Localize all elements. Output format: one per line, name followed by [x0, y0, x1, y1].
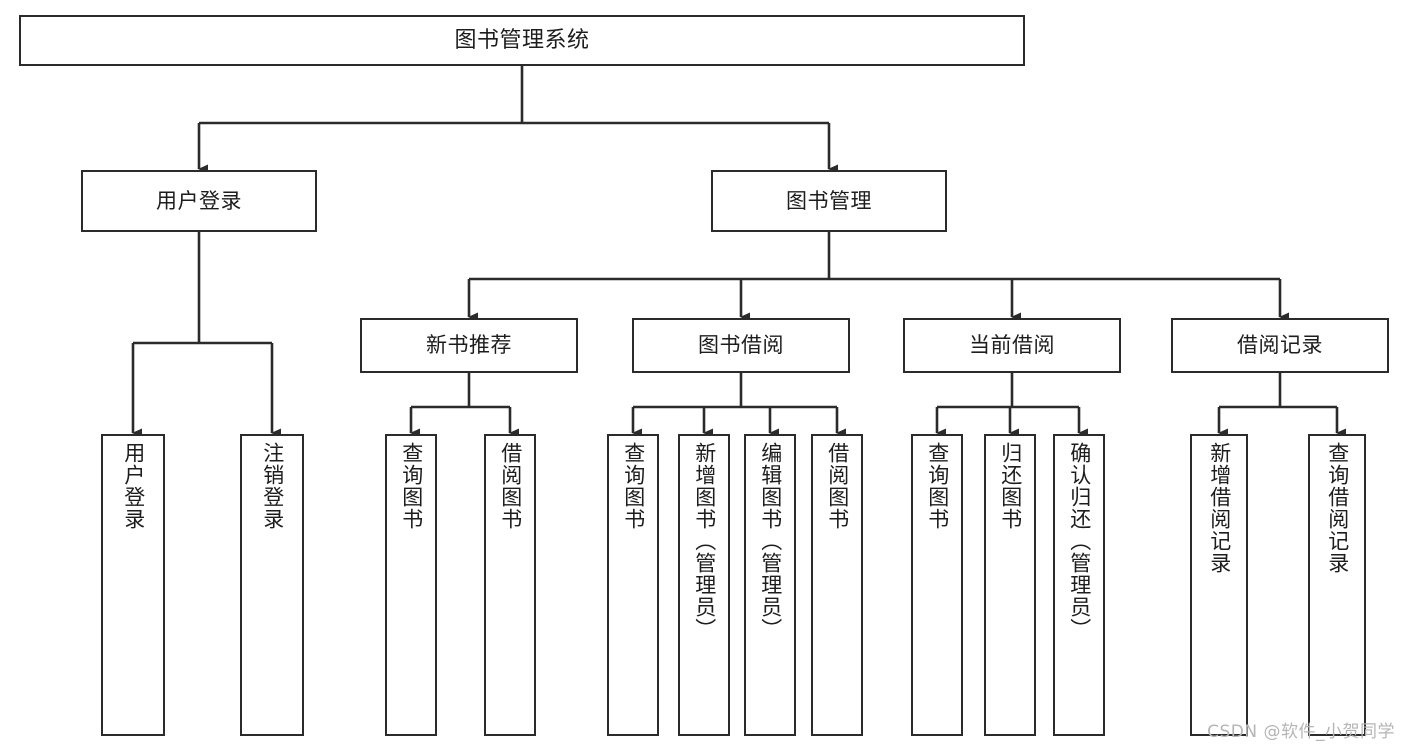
- node-label: 确认归还（管理员）: [1067, 442, 1092, 640]
- node-label: 查询图书: [925, 442, 950, 530]
- node-new-book-recommend[interactable]: 新书推荐: [360, 318, 578, 373]
- node-leaf-query-book[interactable]: 查询图书: [607, 434, 659, 736]
- node-leaf-user-login[interactable]: 用户登录: [101, 434, 165, 736]
- node-leaf-borrow-book-rec[interactable]: 借阅图书: [484, 434, 536, 736]
- node-leaf-return-book[interactable]: 归还图书: [984, 434, 1036, 736]
- node-label: 当前借阅: [969, 333, 1055, 358]
- node-leaf-add-record[interactable]: 新增借阅记录: [1190, 434, 1248, 736]
- node-label: 编辑图书（管理员）: [758, 442, 783, 640]
- node-label: 用户登录: [156, 188, 242, 213]
- node-label: 注销登录: [260, 442, 285, 530]
- node-leaf-query-book-rec[interactable]: 查询图书: [385, 434, 437, 736]
- node-leaf-user-logout[interactable]: 注销登录: [240, 434, 304, 736]
- node-label: 归还图书: [998, 442, 1023, 530]
- node-user-login[interactable]: 用户登录: [81, 170, 317, 232]
- node-label: 图书管理系统: [454, 27, 590, 53]
- node-book-manage[interactable]: 图书管理: [711, 170, 947, 232]
- node-root[interactable]: 图书管理系统: [19, 15, 1025, 66]
- node-label: 新增借阅记录: [1207, 442, 1232, 574]
- node-leaf-edit-book[interactable]: 编辑图书（管理员）: [744, 434, 796, 736]
- node-leaf-query-record[interactable]: 查询借阅记录: [1308, 434, 1366, 736]
- csdn-watermark: CSDN @软件_小贺同学: [1207, 722, 1395, 742]
- node-label: 新增图书（管理员）: [692, 442, 717, 640]
- node-label: 借阅图书: [825, 442, 850, 530]
- node-label: 查询图书: [399, 442, 424, 530]
- node-label: 图书借阅: [698, 333, 784, 358]
- node-label: 借阅记录: [1237, 333, 1323, 358]
- node-label: 图书管理: [786, 188, 872, 213]
- node-leaf-confirm-return[interactable]: 确认归还（管理员）: [1053, 434, 1105, 736]
- node-label: 用户登录: [121, 442, 146, 530]
- node-borrow-record[interactable]: 借阅记录: [1171, 318, 1389, 373]
- node-label: 新书推荐: [426, 333, 512, 358]
- node-book-borrow[interactable]: 图书借阅: [632, 318, 850, 373]
- node-leaf-add-book[interactable]: 新增图书（管理员）: [678, 434, 730, 736]
- node-leaf-borrow-book[interactable]: 借阅图书: [811, 434, 863, 736]
- node-label: 借阅图书: [498, 442, 523, 530]
- node-leaf-query-book-cur[interactable]: 查询图书: [911, 434, 963, 736]
- node-current-borrow[interactable]: 当前借阅: [903, 318, 1121, 373]
- node-label: 查询图书: [621, 442, 646, 530]
- node-label: 查询借阅记录: [1325, 442, 1350, 574]
